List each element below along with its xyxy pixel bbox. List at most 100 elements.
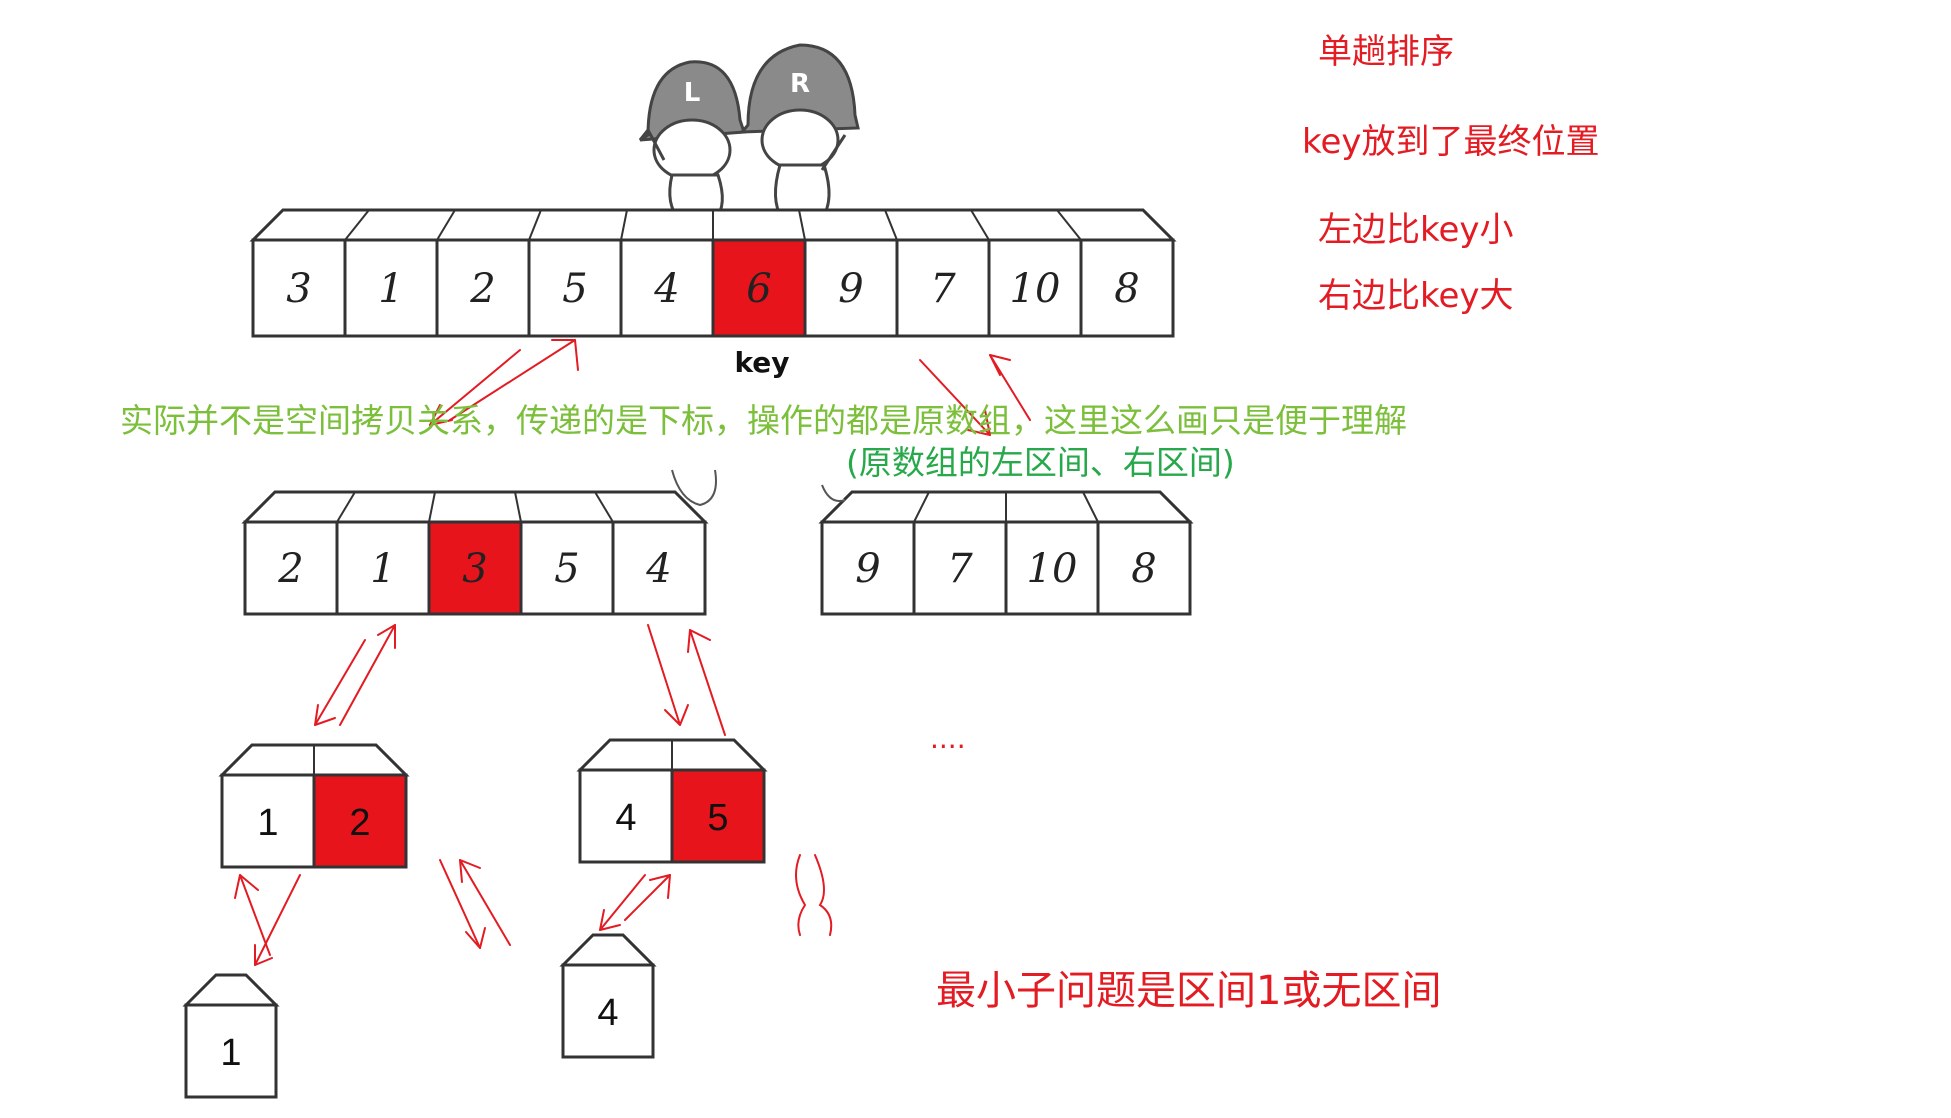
arrow-up-left — [449, 339, 576, 421]
cell-box — [527, 238, 623, 338]
array-cell: 8 — [1096, 520, 1192, 616]
array-cell: 1 — [184, 1003, 278, 1099]
arrow-up-l3a — [239, 874, 271, 956]
note-min-subproblem: 最小子问题是区间1或无区间 — [936, 968, 1442, 1014]
array-cell: 4 — [619, 238, 715, 338]
note-left-smaller: 左边比key小 — [1318, 210, 1514, 250]
cell-value: 2 — [277, 546, 303, 592]
cell-box — [987, 238, 1083, 338]
left-pointer-label: L — [684, 78, 701, 108]
note-key-final: key放到了最终位置 — [1302, 122, 1600, 162]
split-decoration-right — [821, 484, 846, 502]
cell-value: 2 — [349, 802, 370, 844]
cell-value: 4 — [597, 992, 618, 1034]
cell-box — [343, 238, 439, 338]
array-cell: 1 — [335, 520, 431, 616]
cell-box — [561, 963, 655, 1059]
array-cell: 7 — [912, 520, 1008, 616]
note-right-larger: 右边比key大 — [1318, 276, 1514, 316]
note-ellipsis: .... — [930, 722, 966, 755]
array-top-face — [241, 490, 709, 524]
note-single-pass: 单趟排序 — [1318, 32, 1454, 72]
cell-box — [1004, 520, 1100, 616]
array-cell: 3 — [427, 520, 523, 616]
note-explanation-sub: (原数组的左区间、右区间) — [846, 443, 1235, 482]
key-label: key — [734, 346, 789, 379]
cell-box — [220, 773, 316, 869]
array-cell: 6 — [711, 238, 807, 338]
cell-value: 2 — [469, 266, 495, 312]
array-top-face — [559, 933, 657, 967]
arrow-up-empty-a — [459, 859, 511, 946]
cell-value: 8 — [1114, 266, 1139, 312]
arrow-squiggle-l2b — [795, 854, 807, 936]
cell-box — [184, 1003, 278, 1099]
cell-value: 8 — [1131, 546, 1156, 592]
array-cell: 9 — [820, 520, 916, 616]
pivot-cell — [670, 768, 766, 864]
array-cell: 7 — [895, 238, 991, 338]
right-pointer-character: R — [738, 43, 860, 220]
array-cell: 3 — [251, 238, 347, 338]
cell-box — [435, 238, 531, 338]
cell-box — [803, 238, 899, 338]
cell-value: 4 — [615, 797, 636, 839]
arrow-down-l3a — [254, 874, 301, 966]
cell-value: 1 — [220, 1032, 241, 1074]
array-cell: 5 — [670, 768, 766, 864]
array-cell: 10 — [987, 238, 1083, 338]
cell-box — [243, 520, 339, 616]
cell-value: 9 — [855, 546, 880, 592]
cell-box — [611, 520, 707, 616]
arrow-down-l3b — [599, 874, 646, 931]
cell-value: 1 — [378, 266, 403, 312]
cell-value: 6 — [746, 266, 771, 312]
cell-box — [619, 238, 715, 338]
cell-box — [335, 520, 431, 616]
pivot-cell — [711, 238, 807, 338]
right-pointer-label: R — [790, 69, 810, 99]
cell-value: 5 — [562, 266, 587, 312]
array-cell: 4 — [561, 963, 655, 1059]
arrow-up-l3b — [624, 874, 671, 921]
array-cell: 1 — [220, 773, 316, 869]
arrow-down-empty-a — [439, 859, 481, 949]
array-cell: 4 — [611, 520, 707, 616]
cell-value: 1 — [257, 802, 278, 844]
arrow-up-l2a — [339, 624, 396, 726]
arrow-down-left — [429, 349, 521, 426]
cell-value: 5 — [554, 546, 579, 592]
cell-value: 3 — [286, 266, 311, 312]
array-level3_a: 1 — [182, 973, 280, 1099]
array-cell: 5 — [519, 520, 615, 616]
cell-box — [519, 520, 615, 616]
cell-value: 3 — [462, 546, 487, 592]
arrow-up-right — [989, 354, 1031, 421]
array-top-face — [182, 973, 280, 1007]
cell-value: 10 — [1027, 546, 1078, 592]
pivot-cell — [427, 520, 523, 616]
cell-value: 4 — [645, 546, 671, 592]
left-pointer-character: L — [638, 60, 747, 222]
arrow-down-right — [919, 359, 991, 436]
cell-box — [1096, 520, 1192, 616]
cell-value: 4 — [653, 266, 679, 312]
array-level1_right: 9 7 10 8 — [818, 490, 1194, 616]
array-level3_b: 4 — [559, 933, 657, 1059]
arrow-down-l2a — [314, 639, 366, 726]
cell-value: 7 — [947, 546, 973, 592]
cell-value: 10 — [1010, 266, 1061, 312]
array-cell: 9 — [803, 238, 899, 338]
arrow-up-l2b — [689, 629, 726, 736]
array-cell: 10 — [1004, 520, 1100, 616]
array-cell: 5 — [527, 238, 623, 338]
cell-value: 9 — [838, 266, 863, 312]
pivot-cell — [312, 773, 408, 869]
